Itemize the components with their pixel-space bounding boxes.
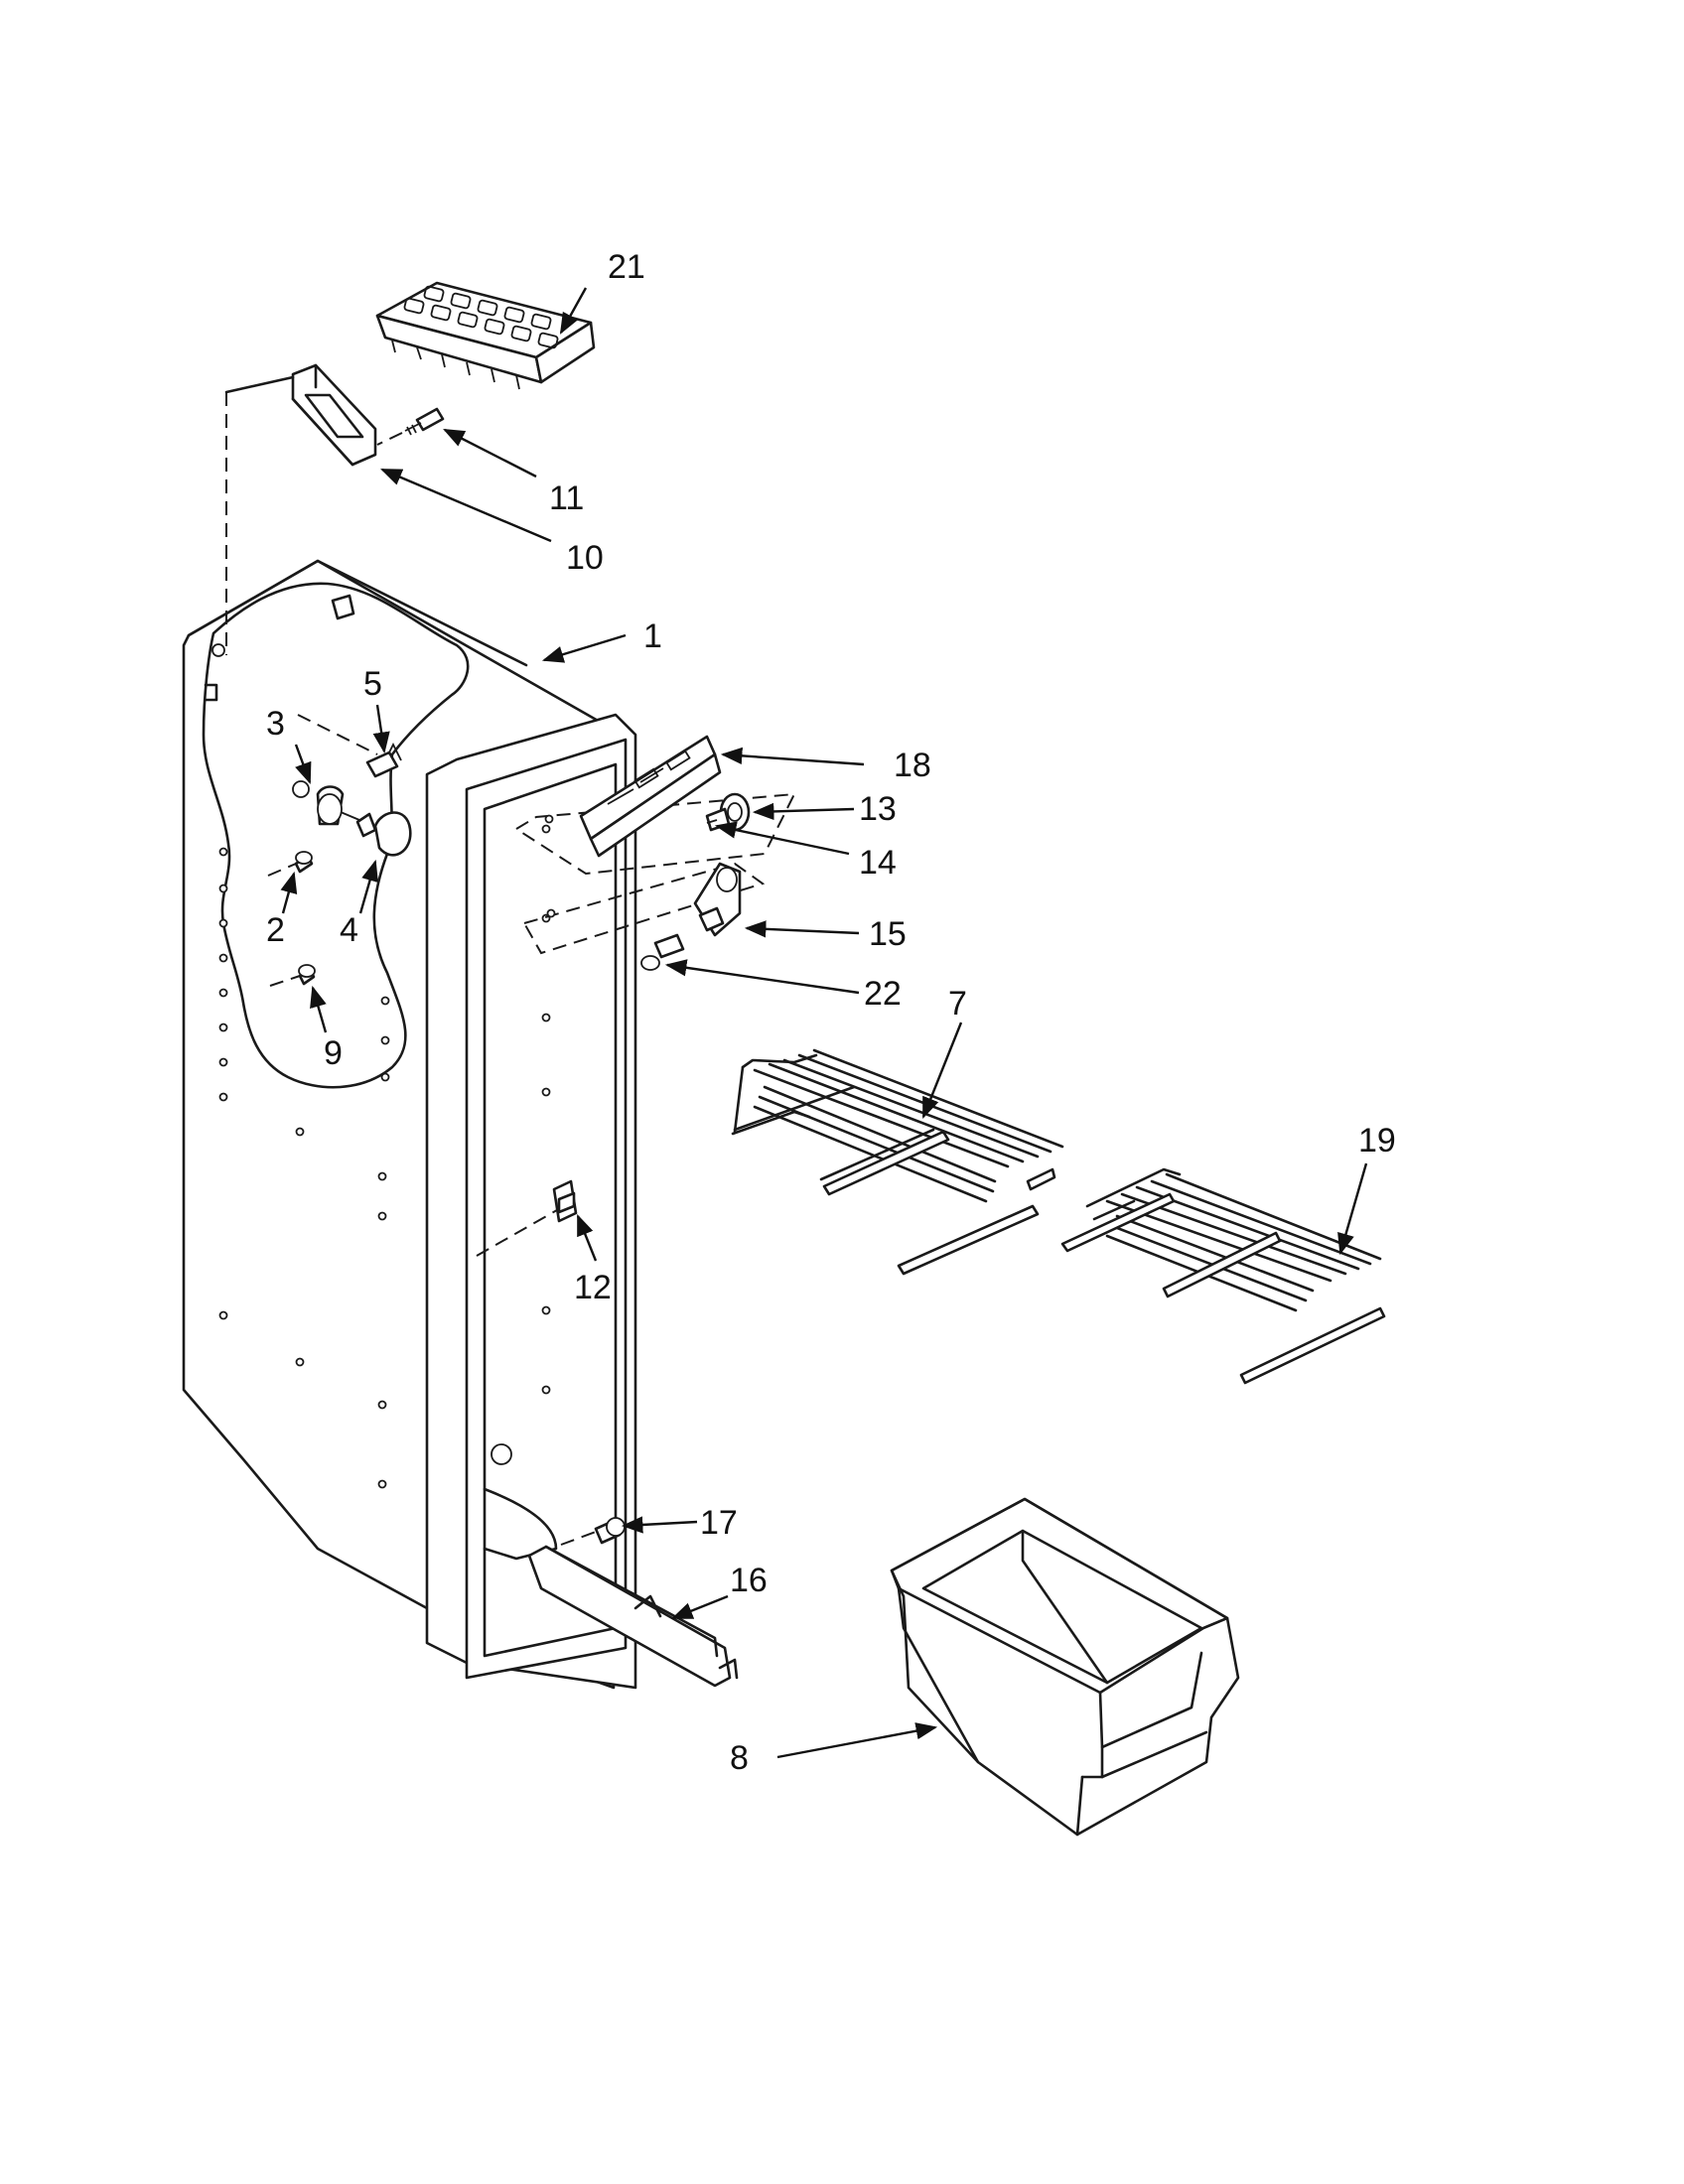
door-clip — [476, 1179, 578, 1257]
callout-5: 5 — [363, 665, 382, 703]
callout-2: 2 — [266, 911, 285, 949]
callout-17: 17 — [700, 1504, 738, 1542]
ice-bin — [890, 1497, 1240, 1837]
callout-11: 11 — [549, 479, 584, 517]
callout-15: 15 — [869, 915, 907, 953]
light-bulb — [340, 811, 412, 857]
ice-bin-bracket — [291, 363, 377, 467]
callout-18: 18 — [894, 747, 931, 784]
callout-19: 19 — [1358, 1122, 1396, 1160]
callout-16: 16 — [730, 1562, 768, 1599]
light-screw-lower — [269, 964, 316, 987]
ice-cube-tray — [375, 281, 596, 390]
thermostat-housing — [522, 862, 766, 955]
drawer-rail — [527, 1545, 739, 1688]
callout-10: 10 — [566, 539, 604, 577]
light-screw-upper — [267, 851, 314, 877]
callout-4: 4 — [340, 911, 358, 949]
callout-9: 9 — [324, 1034, 343, 1072]
callout-21: 21 — [608, 248, 645, 286]
callout-7: 7 — [948, 985, 967, 1023]
housing-screw — [640, 933, 685, 971]
callout-12: 12 — [574, 1269, 612, 1306]
callout-1: 1 — [643, 617, 662, 655]
callout-8: 8 — [730, 1739, 749, 1777]
callout-14: 14 — [859, 844, 897, 882]
callout-labels: 21 11 10 1 5 3 4 2 9 12 18 13 14 15 22 7… — [266, 248, 1396, 1777]
wire-shelf-upper — [731, 1048, 1064, 1276]
wire-shelf-lower — [1060, 1167, 1386, 1385]
leader-lines — [280, 287, 1368, 1759]
light-shield — [514, 735, 796, 876]
callout-3: 3 — [266, 705, 285, 743]
callout-13: 13 — [859, 790, 897, 828]
light-clip — [365, 742, 402, 778]
freezer-liner — [182, 375, 637, 1690]
callout-22: 22 — [864, 975, 902, 1013]
bracket-screw — [376, 407, 445, 446]
